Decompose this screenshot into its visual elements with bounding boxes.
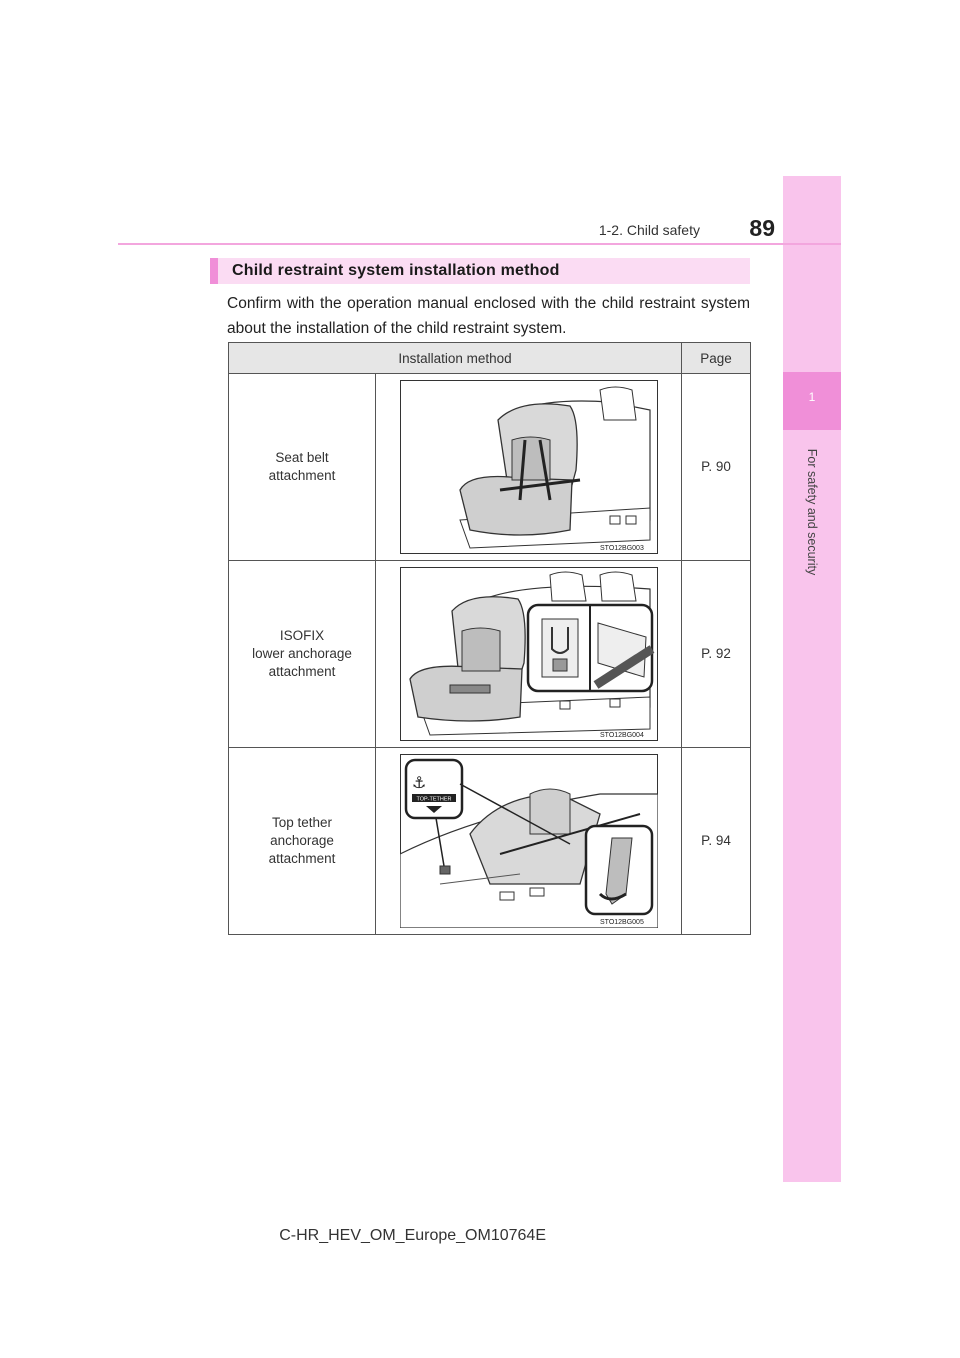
image-code: STO12BG004 (600, 732, 644, 739)
section-heading-text: Child restraint system installation meth… (232, 262, 560, 279)
side-chapter-tab (783, 176, 841, 1182)
document-footer: C-HR_HEV_OM_Europe_OM10764E (279, 1227, 546, 1244)
isofix-illustration: STO12BG004 (399, 567, 658, 741)
table-header-row: Installation method Page (227, 342, 752, 374)
illustration-cell: STO12BG003 (374, 373, 683, 561)
image-code: STO12BG005 (600, 919, 644, 926)
page-ref: P. 90 (681, 373, 752, 561)
image-code: STO12BG003 (600, 545, 644, 552)
intro-paragraph: Confirm with the operation manual enclos… (227, 295, 750, 337)
section-heading: Child restraint system installation meth… (210, 258, 750, 284)
page-number: 89 (749, 215, 775, 241)
top-tether-label: TOP-TETHER (416, 797, 451, 803)
side-chapter-tab-active (783, 372, 841, 430)
chapter-title: For safety and security (805, 448, 819, 576)
seat-belt-illustration: STO12BG003 (399, 380, 658, 554)
page-ref: P. 94 (681, 747, 752, 935)
page-ref: P. 92 (681, 560, 752, 748)
running-header: 1-2. Child safety (598, 222, 700, 238)
anchor-icon: ⚓ (412, 773, 426, 792)
header-rule (118, 243, 841, 245)
column-header-method: Installation method (227, 342, 683, 374)
chapter-number: 1 (808, 390, 816, 404)
top-tether-illustration: ⚓ TOP-TETHER STO12BG005 (399, 754, 658, 928)
illustration-cell: ⚓ TOP-TETHER STO12BG005 (374, 747, 683, 935)
illustration-cell: STO12BG004 (374, 560, 683, 748)
column-header-page: Page (681, 342, 752, 374)
